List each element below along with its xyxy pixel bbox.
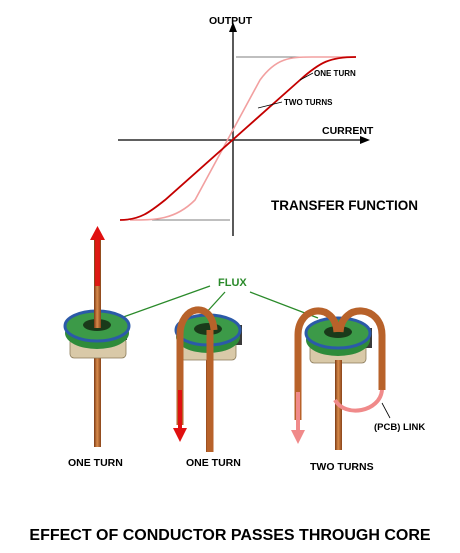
y-axis-label: OUTPUT [209,15,253,27]
current-arrow-down [291,430,305,444]
pcb-link [333,389,384,413]
x-axis-label: CURRENT [322,125,374,137]
core-one-turn-loop: ONE TURN [173,306,242,469]
current-red-overlay [95,236,100,286]
core-1-label: ONE TURN [68,457,123,469]
current-arrow-down [173,428,187,442]
y-axis-arrowhead [229,22,237,32]
core-2-label: ONE TURN [186,457,241,469]
one-turn-curve-label: ONE TURN [314,69,356,78]
pcb-link-leader [381,402,391,419]
transfer-function-title: TRANSFER FUNCTION [271,198,418,213]
figure-caption: EFFECT OF CONDUCTOR PASSES THROUGH CORE [29,527,431,544]
two-turns-curve-label: TWO TURNS [284,98,333,107]
flux-label: FLUX [218,277,247,289]
wire-loop [176,306,218,425]
toroid-hole [324,326,352,338]
transfer-function-graph: OUTPUT CURRENT ONE TURN TWO TURNS TRANSF… [118,15,418,236]
wire-loop-left [294,307,341,420]
core-two-turns: (PCB) LINK TWO TURNS [291,307,425,473]
current-arrow-up [90,226,105,240]
two-turns-leader [257,101,283,109]
wire-lower [94,345,101,447]
pcb-link-label: (PCB) LINK [374,422,425,433]
two-turns-curve [129,56,356,221]
core-3-label: TWO TURNS [310,461,374,473]
one-turn-leader [299,72,314,81]
one-turn-curve [119,56,357,221]
core-one-turn-straight: ONE TURN [63,226,131,469]
x-axis-arrowhead [360,136,370,144]
flux-leader-1 [114,285,211,321]
wire-loop-right [336,307,386,390]
